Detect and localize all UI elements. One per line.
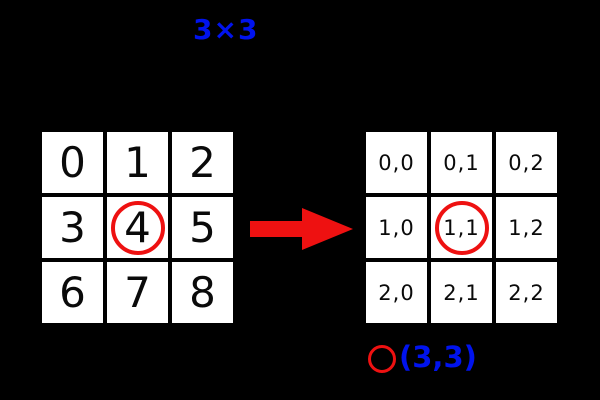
value-cell-circled: 4 bbox=[107, 197, 168, 258]
value-cell: 2 bbox=[172, 132, 233, 193]
cell-value: 0 bbox=[59, 138, 86, 187]
cell-value: 4 bbox=[124, 203, 151, 252]
cell-value: 2,0 bbox=[378, 280, 415, 305]
cell-value: 2,1 bbox=[443, 280, 480, 305]
index-cell: 2,2 bbox=[496, 262, 557, 323]
legend: (3,3) bbox=[368, 341, 477, 373]
arrow-head bbox=[302, 208, 353, 250]
index-cell: 1,0 bbox=[366, 197, 427, 258]
cell-value: 0,0 bbox=[378, 150, 415, 175]
cell-value: 7 bbox=[124, 268, 151, 317]
index-cell-circled: 1,1 bbox=[431, 197, 492, 258]
cell-value: 5 bbox=[189, 203, 216, 252]
value-cell: 8 bbox=[172, 262, 233, 323]
cell-value: 0,2 bbox=[508, 150, 545, 175]
index-cell: 0,1 bbox=[431, 132, 492, 193]
index-cell: 1,2 bbox=[496, 197, 557, 258]
legend-label: (3,3) bbox=[399, 340, 477, 374]
value-cell: 0 bbox=[42, 132, 103, 193]
cell-value: 6 bbox=[59, 268, 86, 317]
value-cell: 6 bbox=[42, 262, 103, 323]
cell-value: 1,0 bbox=[378, 215, 415, 240]
arrow-shaft bbox=[250, 221, 306, 237]
value-cell: 5 bbox=[172, 197, 233, 258]
index-cell: 0,2 bbox=[496, 132, 557, 193]
matrix-size-label: 3×3 bbox=[193, 13, 259, 46]
value-cell: 3 bbox=[42, 197, 103, 258]
cell-value: 2,2 bbox=[508, 280, 545, 305]
cell-value: 3 bbox=[59, 203, 86, 252]
red-circle-icon bbox=[368, 345, 396, 373]
cell-value: 1,2 bbox=[508, 215, 545, 240]
value-grid: 0 1 2 3 4 5 6 7 8 bbox=[42, 132, 233, 323]
cell-value: 2 bbox=[189, 138, 216, 187]
right-arrow-icon bbox=[250, 208, 353, 250]
index-cell: 2,1 bbox=[431, 262, 492, 323]
index-cell: 2,0 bbox=[366, 262, 427, 323]
value-cell: 7 bbox=[107, 262, 168, 323]
cell-value: 0,1 bbox=[443, 150, 480, 175]
value-cell: 1 bbox=[107, 132, 168, 193]
index-grid: 0,0 0,1 0,2 1,0 1,1 1,2 2,0 2,1 2,2 bbox=[366, 132, 557, 323]
cell-value: 1,1 bbox=[443, 215, 480, 240]
cell-value: 1 bbox=[124, 138, 151, 187]
cell-value: 8 bbox=[189, 268, 216, 317]
index-cell: 0,0 bbox=[366, 132, 427, 193]
